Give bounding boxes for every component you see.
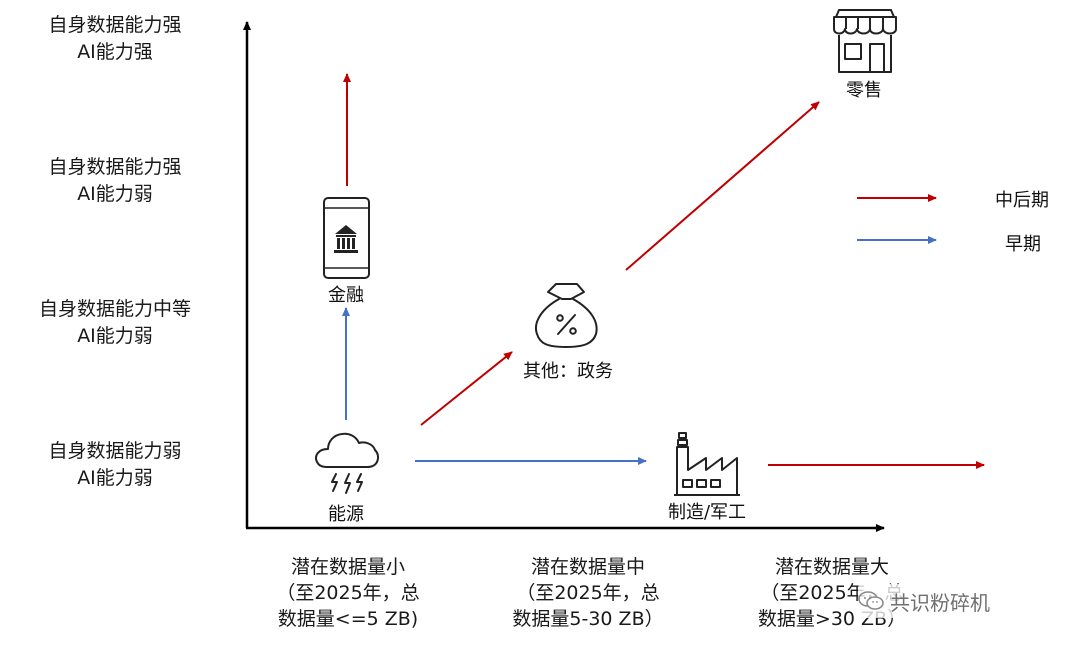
node-label-finance: 金融 bbox=[328, 285, 364, 306]
node-label-government: 其他：政务 bbox=[523, 361, 613, 382]
mobile-bank-icon bbox=[323, 197, 370, 279]
watermark: 共识粉碎机 bbox=[858, 584, 1058, 618]
legend-late-label: 中后期 bbox=[995, 190, 1049, 211]
storefront-icon bbox=[833, 9, 897, 73]
arrow-government-to-retail bbox=[625, 101, 820, 271]
x-label-small: 潜在数据量小（至2025年，总数据量<=5 ZB) bbox=[276, 556, 420, 630]
node-label-manufacturing: 制造/军工 bbox=[667, 502, 747, 523]
money-bag-percent-icon bbox=[535, 283, 598, 348]
node-label-retail: 零售 bbox=[846, 80, 882, 101]
storm-cloud-icon bbox=[315, 432, 380, 494]
legend-early-label: 早期 bbox=[1005, 234, 1041, 255]
wechat-icon bbox=[858, 591, 884, 610]
x-label-medium: 潜在数据量中（至2025年，总数据量5-30 ZB） bbox=[512, 556, 664, 630]
factory-icon bbox=[674, 432, 740, 496]
watermark-text: 共识粉碎机 bbox=[890, 590, 990, 615]
arrow-energy-to-government bbox=[420, 351, 513, 426]
node-label-energy: 能源 bbox=[328, 504, 364, 525]
